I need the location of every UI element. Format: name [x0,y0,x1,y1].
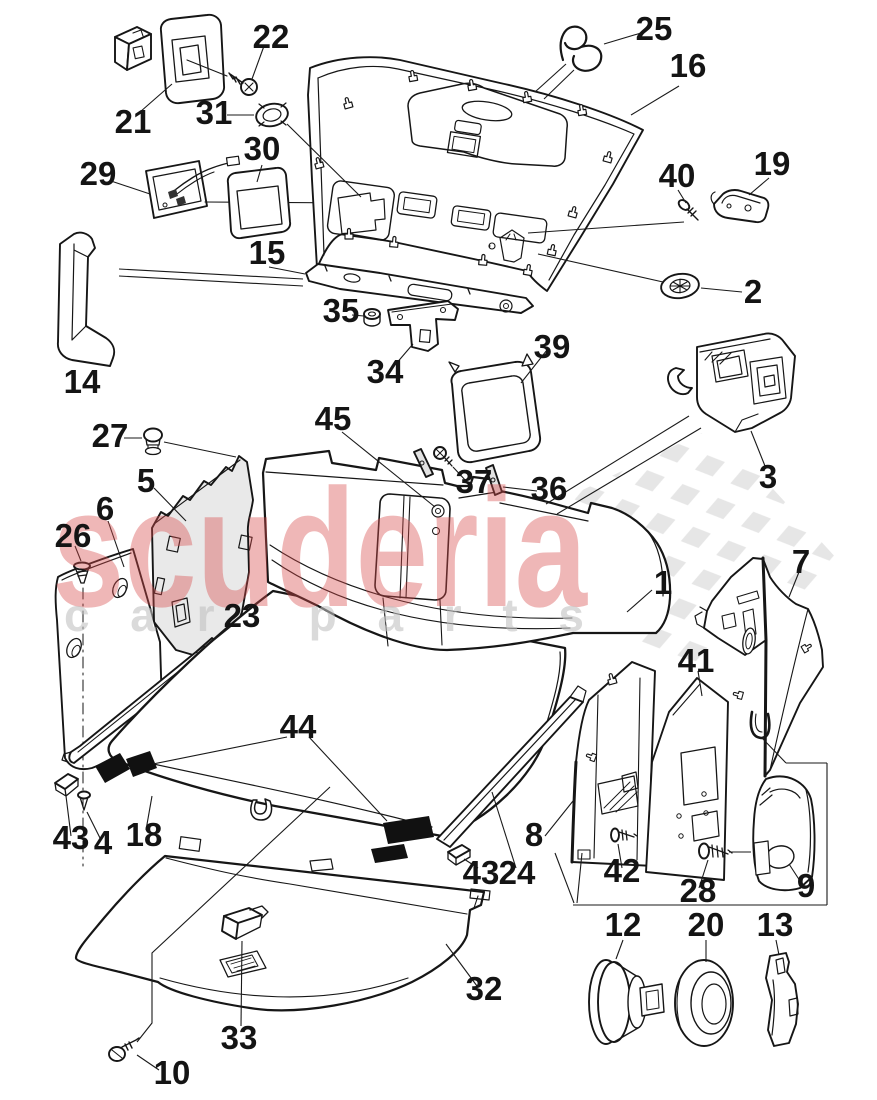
callout-20: 20 [688,906,725,943]
frame-39 [448,353,542,464]
screw-28 [698,842,733,860]
handle-33 [219,905,269,978]
frame-21 [159,13,228,105]
callout-22: 22 [253,18,290,55]
panel-8 [570,661,656,867]
bracket-3 [667,332,796,433]
screw-26 [73,561,91,867]
callout-28: 28 [680,872,717,909]
rail-24 [436,685,587,848]
clip-21-cube [114,26,152,71]
callout-43: 43 [53,819,90,856]
callout-36: 36 [531,470,568,507]
callout-37: 37 [456,463,493,500]
screw-37 [433,446,453,467]
callout-7: 7 [792,543,810,580]
watermark-scuderia: scuderia [52,454,588,642]
screw-22 [228,72,258,96]
callout-1: 1 [654,564,672,601]
clip-43-left [54,773,79,797]
callout-39: 39 [534,328,571,365]
callout-32: 32 [466,970,503,1007]
callout-5: 5 [137,462,155,499]
exploded-parts-art [54,13,824,1062]
plug-12 [588,959,665,1045]
callout-19: 19 [754,145,791,182]
latch-29 [145,155,241,219]
callout-13: 13 [757,906,794,943]
callout-2: 2 [744,273,762,310]
clip-25-hook [559,25,603,72]
callout-6: 6 [96,490,114,527]
anti-slip-pads-44 [95,751,434,863]
callout-27: 27 [92,417,129,454]
panel-1-rear-trim [261,449,672,652]
callout-24: 24 [499,854,536,891]
leader-lines [65,32,828,1071]
callout-45: 45 [315,400,352,437]
watermark-car-parts: car parts [64,589,584,641]
panel-41 [645,677,729,881]
callout-35: 35 [323,292,360,329]
panel-16-tailgate-trim [307,56,644,292]
callout-4: 4 [94,824,113,861]
callout-33: 33 [221,1019,258,1056]
callout-15: 15 [249,234,286,271]
mat-32 [74,836,491,1012]
callout-25: 25 [636,10,673,47]
bracket-34 [387,300,459,352]
clip-43-right [447,844,471,866]
callout-12: 12 [605,906,642,943]
callout-9: 9 [797,867,815,904]
callout-42: 42 [604,852,641,889]
frame-30 [204,166,361,240]
callout-43: 43 [463,854,500,891]
bracket-14 [56,231,116,367]
callout-14: 14 [64,363,101,400]
washer-2 [660,272,700,300]
callout-8: 8 [525,816,543,853]
callout-40: 40 [659,157,696,194]
callout-21: 21 [115,103,152,140]
callout-3: 3 [759,458,777,495]
strips-36 [413,448,503,496]
bracket-19 [710,189,770,224]
callout-44: 44 [280,708,317,745]
pin-4 [77,790,91,811]
screw-40 [677,199,699,221]
screw-42 [610,827,638,843]
callout-29: 29 [80,155,117,192]
grommet-31 [255,102,289,128]
callout-23: 23 [224,597,261,634]
callout-26: 26 [55,517,92,554]
panel-7 [694,556,824,778]
callout-10: 10 [154,1054,191,1091]
grommet-20 [674,959,734,1047]
sill-strip-15 [305,263,534,314]
callout-34: 34 [367,353,404,390]
cover-9 [752,775,816,892]
callout-16: 16 [670,47,707,84]
callout-41: 41 [678,642,715,679]
callout-18: 18 [126,816,163,853]
nut-35 [363,308,381,327]
callout-31: 31 [196,94,233,131]
stud-27 [143,427,163,456]
clip-13 [765,952,799,1047]
callout-30: 30 [244,130,281,167]
screw-10 [108,1037,140,1062]
